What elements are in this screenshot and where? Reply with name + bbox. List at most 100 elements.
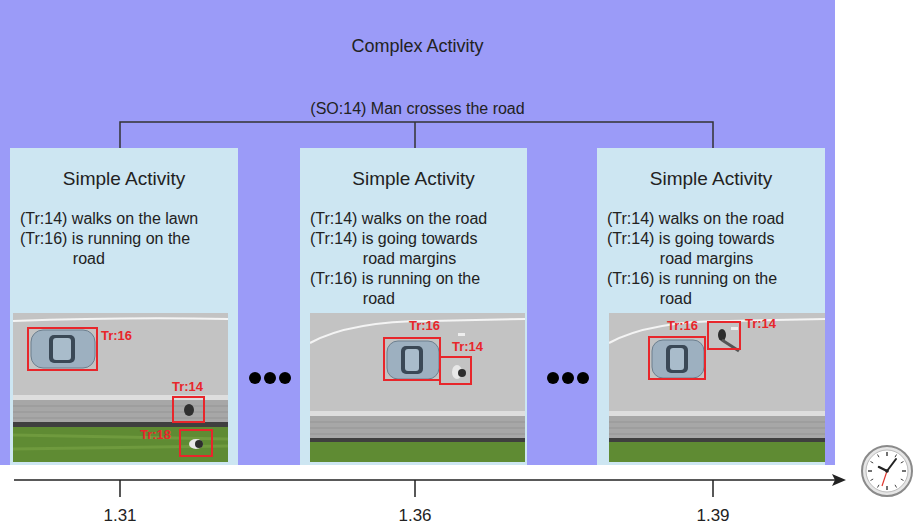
video-frame-part-part	[401, 346, 423, 374]
track-label: Tr:14	[745, 316, 776, 331]
clock-icon	[862, 446, 912, 496]
time-label: 1.31	[80, 506, 160, 526]
activity-statement: (Tr:14) walks on the lawn	[20, 209, 212, 229]
video-frame-part	[310, 442, 525, 462]
track-label: Tr:18	[140, 427, 171, 442]
video-frame-part	[13, 400, 228, 422]
video-frame-part-part	[405, 349, 419, 371]
video-frame-part	[609, 442, 825, 462]
activity-bracket	[120, 122, 713, 148]
track-label: Tr:14	[172, 379, 203, 394]
video-frame-part	[180, 430, 212, 456]
simple-activity-box: Simple Activity (Tr:14) walks on the road…	[300, 148, 527, 465]
video-frame-part	[195, 440, 203, 448]
clock-icon-part	[879, 467, 887, 471]
time-label: 1.36	[375, 506, 455, 526]
time-axis-part	[14, 479, 836, 481]
video-frame-part-part	[31, 330, 95, 368]
ellipsis-dots-part	[577, 372, 589, 384]
ellipsis-dots-part	[279, 372, 291, 384]
bracket-line	[414, 122, 416, 148]
time-axis-part	[832, 474, 846, 486]
clock-icon-part	[862, 446, 912, 496]
video-frame	[13, 313, 228, 462]
clock-icon-part	[868, 452, 906, 490]
simple-activity-box: Simple Activity (Tr:14) walks on the lawn…	[10, 148, 238, 465]
video-frame-part	[13, 318, 228, 321]
complex-activity-heading: Complex Activity	[0, 0, 835, 58]
video-frame-part	[458, 369, 466, 377]
label-holder: Tr:16	[667, 316, 698, 334]
video-frame-part	[609, 416, 825, 438]
video-frame-part	[609, 313, 825, 462]
video-frame-part	[609, 411, 825, 416]
ellipsis-dots-part	[562, 372, 574, 384]
label-holder: Tr:16	[409, 316, 440, 334]
clock-icon-part	[887, 459, 896, 471]
clock-icon-part	[866, 450, 908, 492]
time-label: 1.39	[673, 506, 753, 526]
activity-statement: (Tr:14) is going towards road margins	[310, 229, 502, 269]
ellipsis-dots-part	[249, 372, 261, 384]
video-frame-part	[652, 340, 704, 378]
activity-statement: (Tr:14) is going towards road margins	[607, 229, 799, 269]
ellipsis-dots-part	[547, 372, 559, 384]
video-frame	[310, 313, 525, 462]
ellipsis-dots	[249, 372, 589, 384]
video-frame-part	[440, 357, 471, 384]
video-frame-part-part	[652, 340, 704, 378]
ellipsis-dots-part	[264, 372, 276, 384]
simple-activity-heading: Simple Activity	[20, 168, 228, 191]
video-frame-part	[452, 365, 462, 379]
activity-statement: (Tr:16) is running on the road	[310, 269, 502, 309]
video-frame-part	[310, 438, 525, 442]
track-label: Tr:16	[667, 318, 698, 333]
video-frame-part	[722, 340, 739, 351]
activity-statement: (Tr:16) is running on the road	[607, 269, 799, 309]
simple-activity-heading: Simple Activity	[607, 168, 815, 191]
complex-activity-band: Complex Activity (SO:14) Man crosses the …	[0, 0, 835, 465]
video-frame-part	[310, 416, 525, 438]
video-frame-part	[28, 328, 97, 370]
time-axis	[14, 474, 846, 497]
label-holder: Tr:14	[172, 377, 203, 395]
video-frame-part	[310, 319, 525, 343]
video-frame-part-part	[53, 338, 71, 360]
video-frame-part	[31, 330, 95, 368]
video-frame-part	[718, 329, 726, 341]
bracket-line	[120, 122, 713, 148]
label-holder: Tr:14	[745, 314, 776, 332]
label-holder: 1.39	[673, 506, 753, 526]
video-frame-part	[609, 438, 825, 442]
clock-icon-part-part	[868, 452, 906, 490]
video-frame-part	[731, 327, 738, 330]
video-frame-part	[13, 313, 228, 462]
label-holder: 1.36	[375, 506, 455, 526]
video-frame	[609, 313, 825, 462]
clock-icon-part-part	[871, 455, 904, 488]
activity-statement: (Tr:14) walks on the road	[310, 209, 502, 229]
video-frame-part	[13, 427, 228, 462]
video-frame-part	[13, 435, 228, 449]
video-frame-part	[189, 439, 203, 449]
simple-activity-heading: Simple Activity	[310, 168, 517, 191]
label-holder: Tr:16	[101, 326, 132, 344]
video-frame-part-part	[387, 341, 439, 379]
track-label: Tr:14	[452, 339, 483, 354]
video-frame-part-part	[49, 335, 75, 363]
clock-icon-part	[885, 469, 889, 473]
video-frame-part	[649, 337, 705, 379]
video-frame-part	[310, 422, 525, 434]
video-frame-part	[384, 338, 440, 380]
video-frame-part	[708, 322, 740, 349]
video-frame-part-part	[666, 345, 688, 373]
video-frame-part	[310, 313, 525, 462]
video-frame-part-part	[670, 348, 684, 370]
track-label: Tr:16	[101, 328, 132, 343]
track-label: Tr:16	[409, 318, 440, 333]
complex-activity-label: (SO:14) Man crosses the road	[0, 99, 835, 118]
video-frame-part	[13, 406, 228, 418]
activity-statement: (Tr:16) is running on the road	[20, 229, 212, 269]
clock-icon-part	[882, 471, 887, 486]
